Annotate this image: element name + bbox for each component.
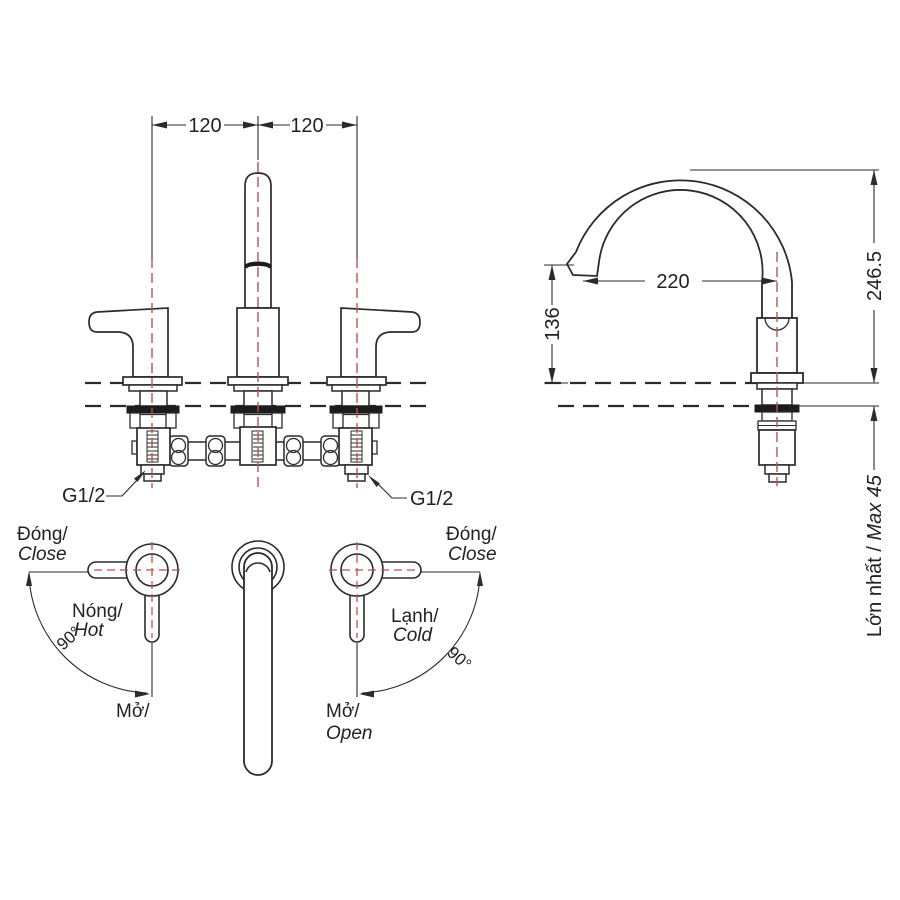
centerlines-front — [151, 162, 358, 488]
left-handle-front — [88, 307, 247, 482]
center-spout-top — [231, 540, 285, 776]
right-angle: 90° — [443, 643, 475, 674]
gooseneck-spout — [565, 179, 793, 320]
side-view: 220 136 246.5 Lớn nhất / Max 45 — [542, 169, 886, 637]
dim-max-thickness: Lớn nhất / Max 45 — [864, 406, 886, 637]
dim-spacing-right: 120 — [290, 115, 323, 137]
right-temp-en: Cold — [393, 625, 434, 646]
thread-callout-right: G1/2 — [368, 475, 453, 510]
right-close-vi: Đóng/ — [446, 524, 497, 545]
counter-surface-lines — [85, 381, 798, 408]
left-temp-vi: Nóng/ — [72, 601, 123, 622]
dim-reach: 220 — [583, 271, 777, 293]
right-temp-vi: Lạnh/ — [391, 606, 439, 627]
dim-spout-height: 136 — [542, 265, 564, 383]
dim-spacing-left: 120 — [188, 115, 221, 137]
dim-reach-label: 220 — [656, 271, 689, 293]
right-open-en: Open — [326, 723, 372, 744]
dim-spout-height-label: 136 — [542, 307, 564, 340]
thread-right-label: G1/2 — [410, 488, 453, 510]
right-open-vi: Mở/ — [326, 701, 360, 722]
dim-spacing — [151, 116, 358, 258]
left-close-en: Close — [18, 544, 67, 565]
right-close-en: Close — [448, 544, 497, 565]
left-open-vi: Mở/ — [116, 701, 150, 722]
dim-total-height: 246.5 — [864, 170, 886, 383]
thread-left-label: G1/2 — [62, 485, 105, 507]
left-temp-en: Hot — [74, 620, 104, 641]
side-extension-lines — [544, 169, 879, 407]
front-view: 120 120 G1/2 G1/2 — [62, 115, 453, 510]
dim-total-height-label: 246.5 — [864, 251, 886, 301]
dim-max-thickness-label: Lớn nhất / Max 45 — [864, 474, 886, 637]
thread-callout-left: G1/2 — [62, 470, 146, 507]
top-view: Đóng/ Close Nóng/ Hot 90° Mở/ Đóng/ Clos… — [17, 524, 497, 776]
right-handle-front — [262, 307, 421, 482]
left-close-vi: Đóng/ — [17, 524, 68, 545]
spout-outlet — [565, 251, 600, 277]
